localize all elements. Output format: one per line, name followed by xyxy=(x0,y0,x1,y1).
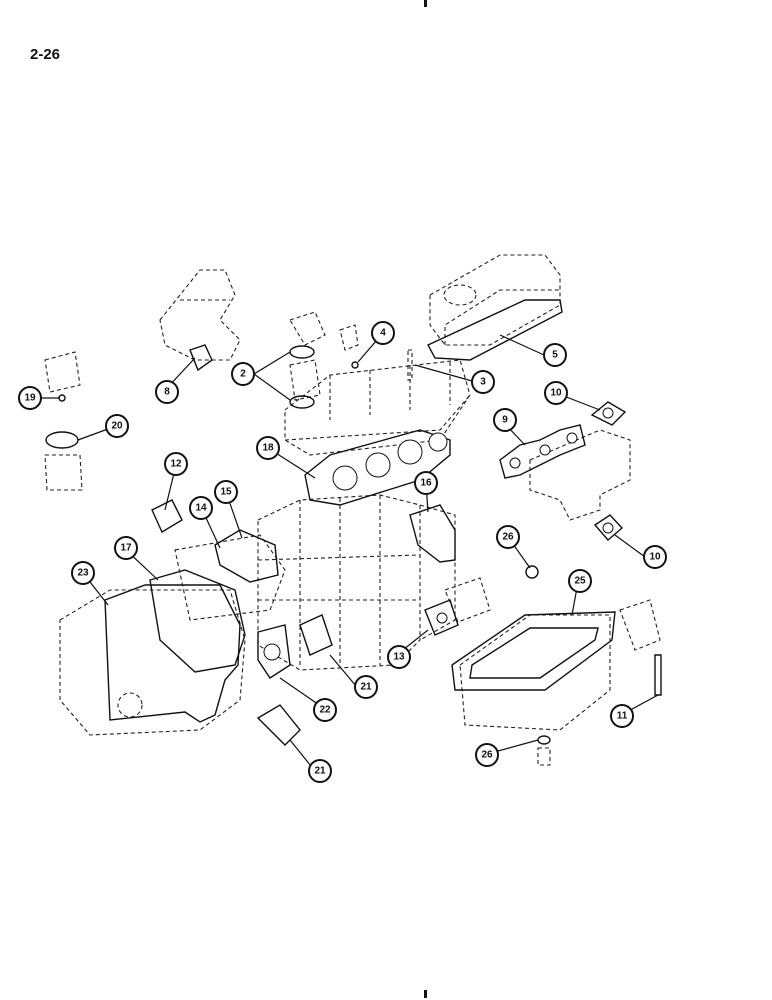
callout-13: 13 xyxy=(387,645,411,669)
oil-filter-adapter xyxy=(444,565,539,623)
drain-plug xyxy=(537,735,551,766)
callout-22: 22 xyxy=(313,698,337,722)
cylinder-head-outline xyxy=(284,359,471,456)
callout-12: 12 xyxy=(164,452,188,476)
exhaust-manifold-gasket xyxy=(499,424,586,479)
svg-text:12: 12 xyxy=(170,459,182,470)
callout-17: 17 xyxy=(114,536,138,560)
callout-9: 9 xyxy=(493,408,517,432)
svg-text:4: 4 xyxy=(380,328,386,339)
svg-text:2: 2 xyxy=(240,369,246,380)
svg-text:8: 8 xyxy=(164,387,170,398)
sender-unit xyxy=(339,324,413,381)
svg-text:13: 13 xyxy=(393,652,405,663)
svg-text:15: 15 xyxy=(220,487,232,498)
callout-3: 3 xyxy=(471,370,495,394)
thermostat-gasket xyxy=(189,344,213,372)
svg-text:23: 23 xyxy=(77,568,89,579)
head-gasket xyxy=(304,429,451,506)
top-edge-mark xyxy=(424,0,427,7)
bottom-edge-mark xyxy=(424,990,427,998)
page-number: 2-26 xyxy=(30,46,61,63)
callout-5: 5 xyxy=(543,343,567,367)
callout-4: 4 xyxy=(371,321,395,345)
svg-text:10: 10 xyxy=(649,552,661,563)
valve-cover xyxy=(429,254,561,346)
exhaust-manifold xyxy=(529,429,631,521)
svg-text:16: 16 xyxy=(420,478,432,489)
svg-text:9: 9 xyxy=(502,415,508,426)
svg-text:26: 26 xyxy=(502,532,514,543)
svg-text:19: 19 xyxy=(24,393,36,404)
timing-cover-gasket xyxy=(104,584,241,723)
svg-text:11: 11 xyxy=(617,711,628,722)
callout-23: 23 xyxy=(71,561,95,585)
svg-text:5: 5 xyxy=(552,350,558,361)
gasket-21-lower xyxy=(256,704,301,746)
callout-19: 19 xyxy=(18,386,42,410)
svg-text:18: 18 xyxy=(262,443,274,454)
front-plate-gasket xyxy=(149,569,246,673)
svg-text:10: 10 xyxy=(550,388,562,399)
svg-text:25: 25 xyxy=(574,576,586,587)
cover-plate-gasket xyxy=(151,499,183,534)
svg-text:22: 22 xyxy=(319,705,331,716)
exhaust-flange-gasket-side xyxy=(593,514,624,541)
svg-text:14: 14 xyxy=(195,503,207,514)
water-pump-parts xyxy=(44,351,83,491)
callout-10-top: 10 xyxy=(544,381,568,405)
side-cover-gasket xyxy=(409,504,456,563)
callout-18: 18 xyxy=(256,436,280,460)
callout-11: 11 xyxy=(610,704,634,728)
svg-text:20: 20 xyxy=(111,421,123,432)
callout-21-lower: 21 xyxy=(308,759,332,783)
dipstick-tube xyxy=(619,599,662,696)
svg-text:21: 21 xyxy=(314,766,326,777)
callout-26-lower: 26 xyxy=(475,743,499,767)
oil-pan xyxy=(459,614,611,731)
oil-pan-gasket xyxy=(451,611,616,691)
gasket-21-upper xyxy=(299,614,333,656)
callout-21-upper: 21 xyxy=(354,675,378,699)
svg-text:17: 17 xyxy=(120,543,132,554)
callout-16: 16 xyxy=(414,471,438,495)
callout-2: 2 xyxy=(231,362,255,386)
valve-cover-gasket xyxy=(427,299,563,361)
thermostat-housing xyxy=(159,269,241,361)
pump-gasket-13 xyxy=(424,599,459,636)
callout-25: 25 xyxy=(568,569,592,593)
water-pump-gasket xyxy=(214,529,279,583)
callout-26-upper: 26 xyxy=(496,525,520,549)
svg-text:3: 3 xyxy=(480,377,486,388)
water-outlet-parts xyxy=(289,311,326,409)
callout-8: 8 xyxy=(155,380,179,404)
svg-text:26: 26 xyxy=(481,750,493,761)
callout-10-side: 10 xyxy=(643,545,667,569)
callout-20: 20 xyxy=(105,414,129,438)
exhaust-flange-gasket-top xyxy=(590,401,627,426)
callout-14: 14 xyxy=(189,496,213,520)
svg-text:21: 21 xyxy=(360,682,372,693)
callout-15: 15 xyxy=(214,480,238,504)
timing-cover-outline xyxy=(59,534,286,736)
gasket-22 xyxy=(257,624,291,679)
